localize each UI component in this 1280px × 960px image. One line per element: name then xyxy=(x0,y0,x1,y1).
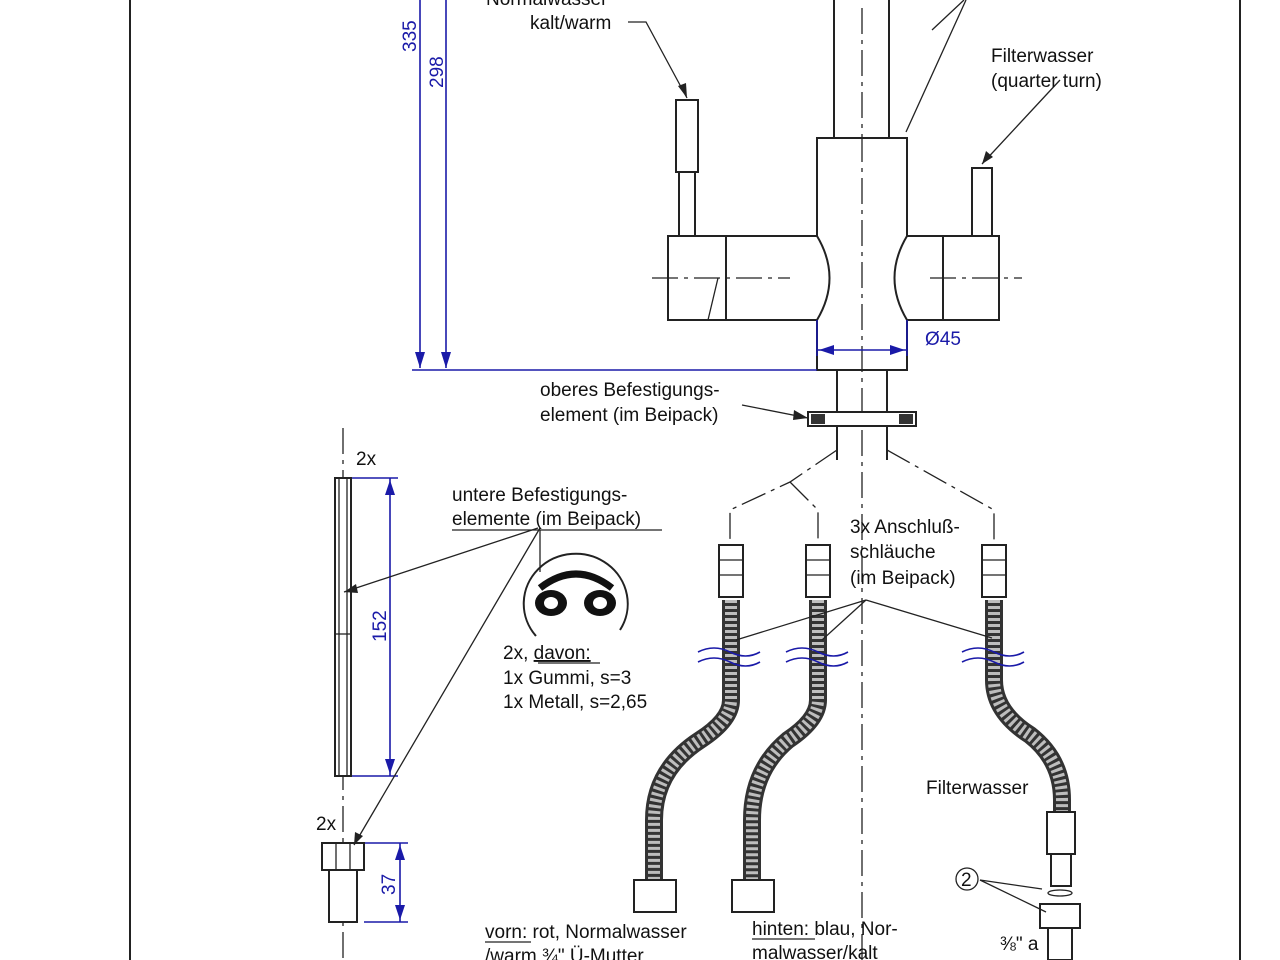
callout-circle xyxy=(955,867,979,891)
label-upper-fixing: oberes Befestigungs- xyxy=(540,380,720,401)
label-seal-count: 2x, davon: xyxy=(503,643,591,664)
nut xyxy=(321,842,365,923)
label-back-hose: hinten: blau, Nor- xyxy=(752,919,898,940)
label-upper-fixing-2: element (im Beipack) xyxy=(540,405,718,426)
dim-height-335: 335 xyxy=(400,20,421,52)
label-seal-count-davon: davon: xyxy=(534,643,591,664)
dim-diameter: Ø45 xyxy=(925,329,961,350)
dim-rod-length: 152 xyxy=(370,610,391,642)
label-front-hose-2: /warm ¾" Ü-Mutter xyxy=(485,946,644,960)
label-hoses: 3x Anschluß- xyxy=(850,517,960,538)
label-lower-fixing-2: elemente (im Beipack) xyxy=(452,509,641,530)
label-front-hose: vorn: rot, Normalwasser xyxy=(485,922,687,943)
label-seal-metal: 1x Metall, s=2,65 xyxy=(503,692,647,713)
label-seal-rubber: 1x Gummi, s=3 xyxy=(503,668,631,689)
label-front-prefix: vorn: xyxy=(485,922,527,943)
hose-front xyxy=(633,544,744,913)
dimension-lines xyxy=(352,0,908,923)
leader-lines xyxy=(343,0,1061,913)
callout-number: 2 xyxy=(961,870,972,891)
faucet xyxy=(652,0,1022,960)
label-qty-rod: 2x xyxy=(356,449,377,470)
label-quarter-turn: (quarter turn) xyxy=(991,71,1102,92)
label-filter-water: Filterwasser xyxy=(991,46,1094,67)
label-seal-count-prefix: 2x, xyxy=(503,643,534,664)
hose-filter xyxy=(981,544,1081,960)
label-thread-size: ⅜" a xyxy=(1000,934,1039,955)
label-filter-water-bottom: Filterwasser xyxy=(926,778,1029,799)
label-hoses-2: schläuche xyxy=(850,542,936,563)
label-back-prefix: hinten: xyxy=(752,919,809,940)
dim-height-298: 298 xyxy=(427,56,448,88)
label-normal-water: Normalwasser xyxy=(486,0,608,10)
label-back-text: blau, Nor- xyxy=(809,919,898,940)
break-marks xyxy=(697,647,1025,667)
dim-nut-height: 37 xyxy=(379,874,400,895)
label-lower-fixing: untere Befestigungs- xyxy=(452,485,627,506)
label-qty-nut: 2x xyxy=(316,814,337,835)
label-back-hose-2: malwasser/kalt xyxy=(752,943,878,960)
label-normal-water-temp: kalt/warm xyxy=(530,13,611,34)
seal-clip xyxy=(522,552,629,637)
hose-back xyxy=(731,544,831,913)
branch-lines xyxy=(729,449,995,540)
label-hoses-3: (im Beipack) xyxy=(850,568,956,589)
label-front-text: rot, Normalwasser xyxy=(527,922,687,943)
